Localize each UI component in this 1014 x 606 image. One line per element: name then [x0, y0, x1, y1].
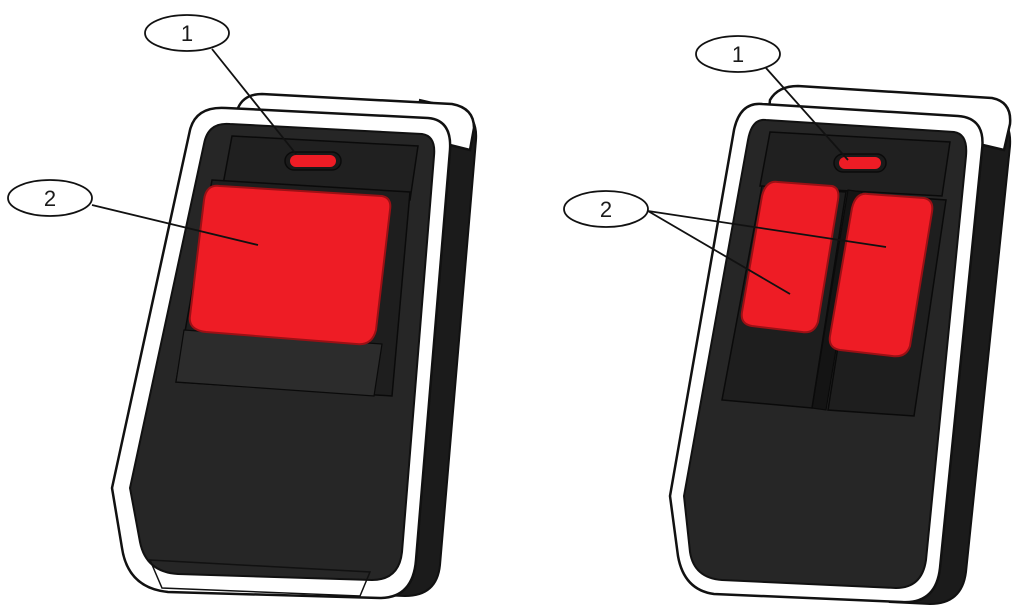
right-callout-2-leader-b	[647, 210, 791, 295]
right-callout-2-leader-a	[647, 210, 887, 248]
right-led-light	[839, 157, 881, 169]
right-callout-2-label: 2	[600, 197, 612, 222]
left-callout-2-label: 2	[44, 186, 56, 211]
right-callout-1-bubble	[695, 35, 781, 73]
left-callout-1-label: 1	[181, 21, 193, 46]
left-remote-bottom-rim	[148, 559, 372, 597]
left-led-light	[290, 155, 336, 167]
left-callout-1-bubble	[144, 14, 230, 52]
left-red-button	[188, 184, 392, 346]
left-remote: 1 2	[7, 14, 478, 600]
right-callout-1-leader	[765, 67, 849, 161]
left-callout-2-leader	[91, 204, 259, 246]
left-callout-2-bubble	[7, 179, 93, 217]
right-red-button-left	[740, 180, 840, 334]
right-callout-1-label: 1	[732, 42, 744, 67]
left-callout-1-leader	[211, 48, 297, 155]
right-red-button-right	[828, 192, 934, 358]
right-remote: 1 2	[563, 35, 1012, 606]
right-callout-2-bubble	[563, 190, 649, 228]
